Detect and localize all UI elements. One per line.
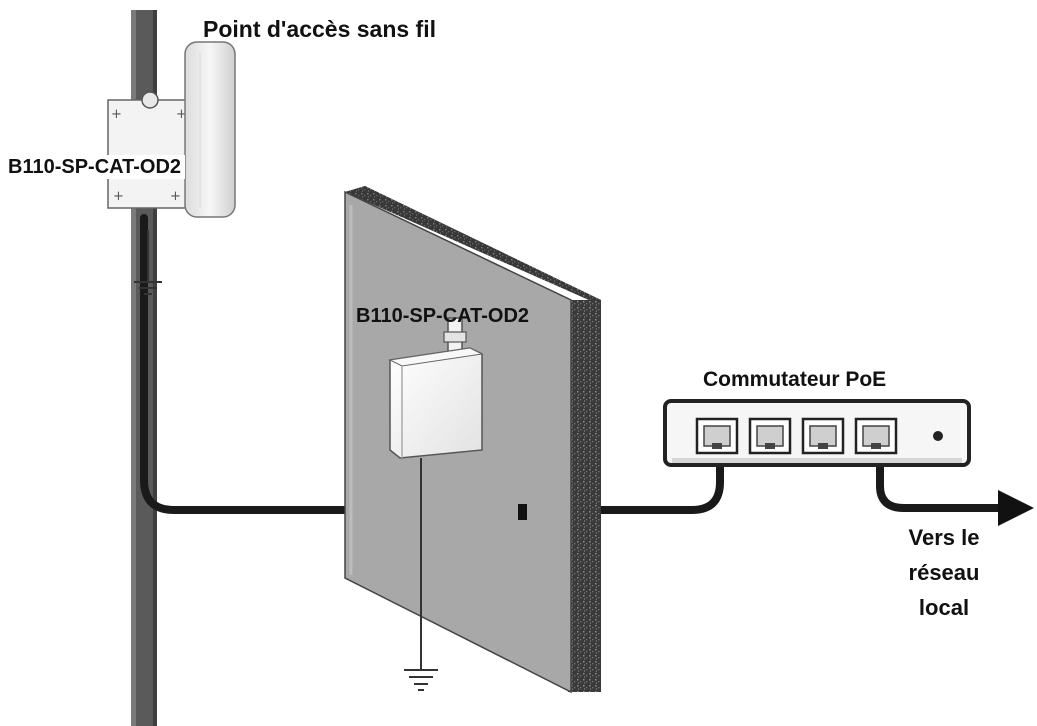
mast-ground-icon xyxy=(134,230,162,295)
cable-wall-to-switch xyxy=(601,465,724,514)
cable-switch-to-lan xyxy=(876,465,1002,512)
svg-text:+: + xyxy=(176,107,187,122)
wall-socket-icon xyxy=(518,504,527,520)
svg-text:+: + xyxy=(170,189,181,204)
switch-led-icon xyxy=(933,431,943,441)
wireless-access-point xyxy=(184,41,236,218)
mount-bracket: + + + + xyxy=(107,91,193,209)
svg-text:+: + xyxy=(113,189,124,204)
switch-port-2-icon xyxy=(748,417,792,455)
poe-injector-box xyxy=(388,317,484,459)
lan-label-line-2: réseau xyxy=(908,560,980,585)
svg-text:+: + xyxy=(111,107,122,122)
poe-switch xyxy=(663,399,971,467)
lan-arrow-icon xyxy=(998,490,1034,526)
switch-port-3-icon xyxy=(801,417,845,455)
lan-label-line-1: Vers le xyxy=(908,525,980,550)
lan-label-line-3: local xyxy=(918,595,970,620)
switch-port-4-icon xyxy=(854,417,898,455)
wall-injector-label: B110-SP-CAT-OD2 xyxy=(356,305,530,327)
poe-switch-label: Commutateur PoE xyxy=(703,368,887,391)
access-point-label: Point d'accès sans fil xyxy=(203,16,436,42)
switch-port-1-icon xyxy=(695,417,739,455)
lan-label: Vers le réseau local xyxy=(880,520,1008,625)
mast-injector-label: B110-SP-CAT-OD2 xyxy=(4,155,186,179)
wall-ground-icon xyxy=(404,458,438,691)
